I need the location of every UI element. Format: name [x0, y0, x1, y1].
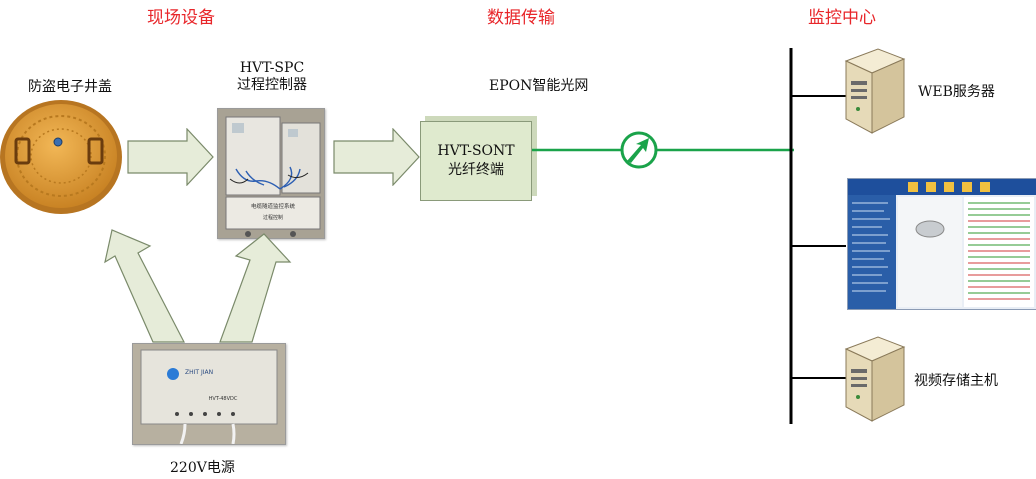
controller-panel-text: 电缆隧道监控系统: [251, 202, 296, 210]
network-label: EPON智能光网: [489, 78, 589, 94]
ont-model: HVT-SONT: [437, 143, 515, 159]
fiber-link-line: [532, 148, 794, 152]
video-storage-label: 视频存储主机: [914, 373, 998, 389]
monitoring-software-screenshot: [847, 178, 1036, 310]
manhole-label: 防盗电子井盖: [28, 79, 112, 95]
ont-box: HVT-SONT 光纤终端: [420, 121, 532, 201]
video-storage-server-icon: [844, 336, 906, 422]
web-server-label: WEB服务器: [918, 84, 995, 100]
fiber-link-icon: [620, 131, 658, 169]
ont-name: 光纤终端: [448, 162, 504, 178]
power-model-text: HVT-48VDC: [209, 396, 238, 402]
header-field-devices: 现场设备: [147, 8, 215, 28]
power-brand-text: ZHIT JIAN: [185, 369, 213, 376]
manhole-cover-image: [0, 100, 122, 214]
arrow-manhole-to-controller: [127, 128, 214, 186]
controller-panel-subtext: 过程控制: [263, 214, 283, 221]
power-supply-image: ZHIT JIAN HVT-48VDC: [132, 343, 286, 445]
arrow-power-to-controller: [219, 233, 292, 343]
arrow-controller-to-ont: [333, 128, 420, 186]
process-controller-image: 电缆隧道监控系统 过程控制: [217, 108, 325, 239]
header-data-transport: 数据传输: [487, 8, 555, 28]
monitor-backbone: [789, 48, 846, 424]
controller-name: 过程控制器: [237, 77, 307, 93]
power-label: 220V电源: [170, 460, 235, 476]
arrow-power-to-manhole: [104, 229, 185, 343]
controller-model: HVT-SPC: [239, 60, 305, 76]
web-server-icon: [844, 48, 906, 134]
controller-label: HVT-SPC 过程控制器: [220, 60, 324, 94]
header-monitor-center: 监控中心: [808, 8, 876, 28]
